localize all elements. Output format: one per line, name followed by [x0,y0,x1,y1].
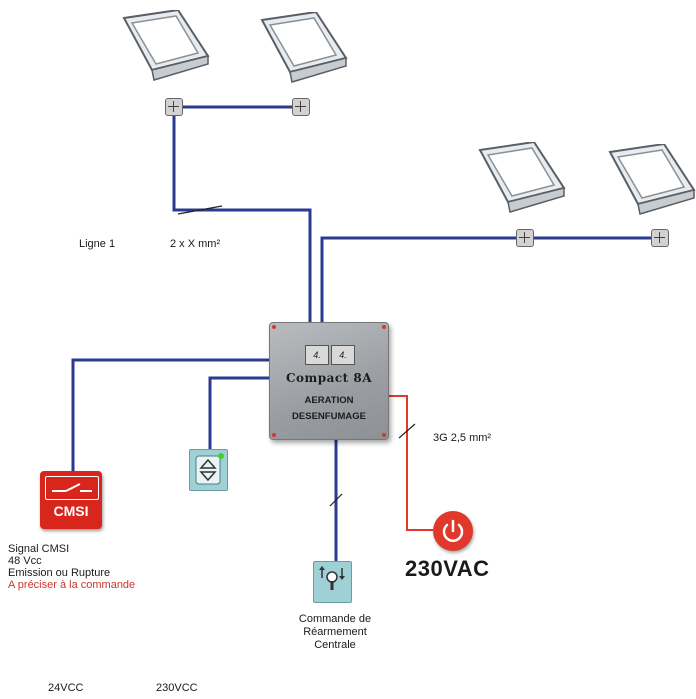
cmsi-description: Signal CMSI 48 Vcc Emission ou Rupture A… [8,543,135,591]
compact-8a-unit: 4. 4. Compact 8A AERATION DESENFUMAGE [269,322,389,440]
reset-line-3: Centrale [314,639,356,651]
compact-line-3: DESENFUMAGE [292,411,366,422]
cmsi-line-2: 48 Vcc [8,555,42,567]
tick-reset [329,493,343,507]
reset-line-1: Commande de [298,613,372,625]
junction-box-icon [651,229,669,247]
key-switch-icon [313,561,352,603]
cable-main-label: 2 x X mm² [170,238,221,250]
tick-main [177,205,223,215]
power-icon [433,511,473,551]
cmsi-module: CMSI [40,471,102,529]
wire-updown [208,376,269,449]
corner-screw [382,433,386,437]
wire-right-line [320,236,660,322]
cmsi-note: A préciser à la commande [8,579,136,591]
cable-power-label: 3G 2,5 mm² [433,432,492,444]
junction-box-icon [516,229,534,247]
tick-power [398,423,416,439]
corner-screw [272,325,276,329]
reset-line-2: Réarmement [303,626,367,638]
skylight-icon [478,142,566,213]
switch-left: 4. [305,345,329,365]
skylight-icon [608,144,696,215]
wire-cmsi [71,358,269,471]
voltage-24vcc-label: 24VCC [48,682,84,694]
up-down-arrows-icon [189,449,228,491]
power-voltage-label: 230VAC [405,556,490,581]
compact-line-2: AERATION [304,395,354,406]
skylight-icon [122,10,210,81]
wire-power [387,395,433,531]
cable-ticks [177,205,416,507]
cmsi-line-3: Emission ou Rupture [8,567,111,579]
ligne-label: Ligne 1 [79,238,116,250]
contact-switch-icon [45,476,99,500]
junction-box-icon [165,98,183,116]
corner-screw [272,433,276,437]
cmsi-line-1: Signal CMSI [8,543,70,555]
corner-screw [382,325,386,329]
wire-ligne-1 [172,115,312,322]
switch-right: 4. [331,345,355,365]
cmsi-badge: CMSI [53,503,89,519]
skylight-icon [260,12,348,83]
junction-box-icon [292,98,310,116]
compact-title: Compact 8A [285,371,373,385]
reset-description: Commande de Réarmement Centrale [280,613,390,652]
voltage-230vcc-label: 230VCC [156,682,198,694]
